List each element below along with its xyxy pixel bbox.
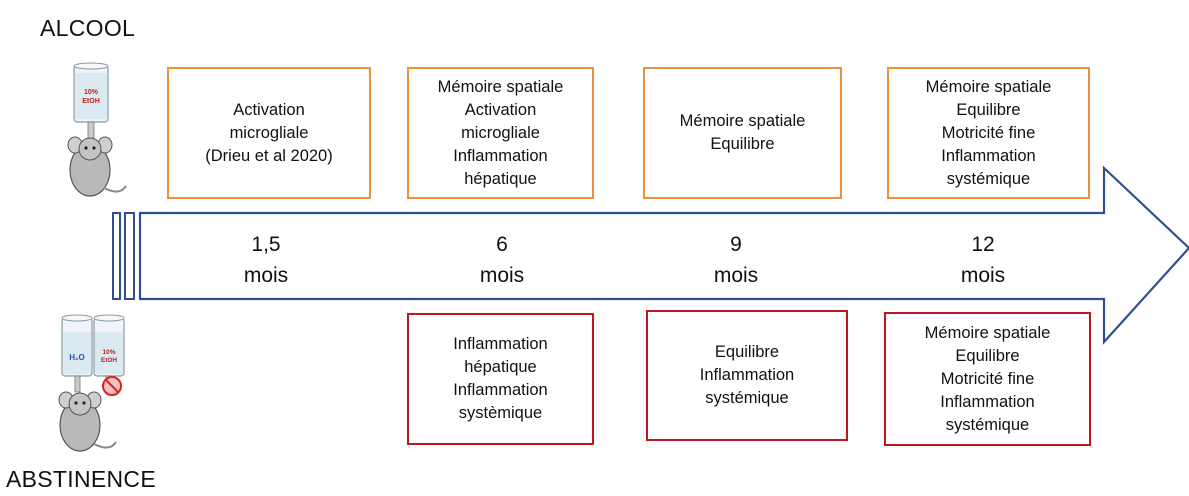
alcohol-box-1: Activation microgliale (Drieu et al 2020… — [167, 67, 371, 199]
svg-text:EtOH: EtOH — [82, 98, 100, 105]
abstinence-heading: ABSTINENCE — [6, 466, 156, 492]
mouse-abstinence-icon: H₂O 10% EtOH — [58, 314, 125, 452]
ethanol-bottle-label: 10% — [84, 89, 99, 96]
timeline-tail-bar-2 — [124, 212, 135, 300]
abstinence-box-1: Inflammation hépatique Inflammation syst… — [407, 313, 594, 445]
svg-text:EtOH: EtOH — [101, 357, 118, 364]
water-bottle-label: H₂O — [69, 353, 85, 362]
timeline-tail-bar-1 — [112, 212, 121, 300]
timeline-arrow — [138, 165, 1189, 345]
svg-text:10%: 10% — [102, 349, 115, 356]
alcohol-heading: ALCOOL — [40, 15, 136, 41]
abstinence-box-3: Mémoire spatiale Equilibre Motricité fin… — [884, 312, 1091, 446]
alcohol-box-2: Mémoire spatiale Activation microgliale … — [407, 67, 594, 199]
alcohol-box-3: Mémoire spatiale Equilibre — [643, 67, 842, 199]
mouse-ethanol-icon: 10% EtOH — [67, 62, 127, 197]
alcohol-box-4: Mémoire spatiale Equilibre Motricité fin… — [887, 67, 1090, 199]
abstinence-box-2: Equilibre Inflammation systémique — [646, 310, 848, 441]
